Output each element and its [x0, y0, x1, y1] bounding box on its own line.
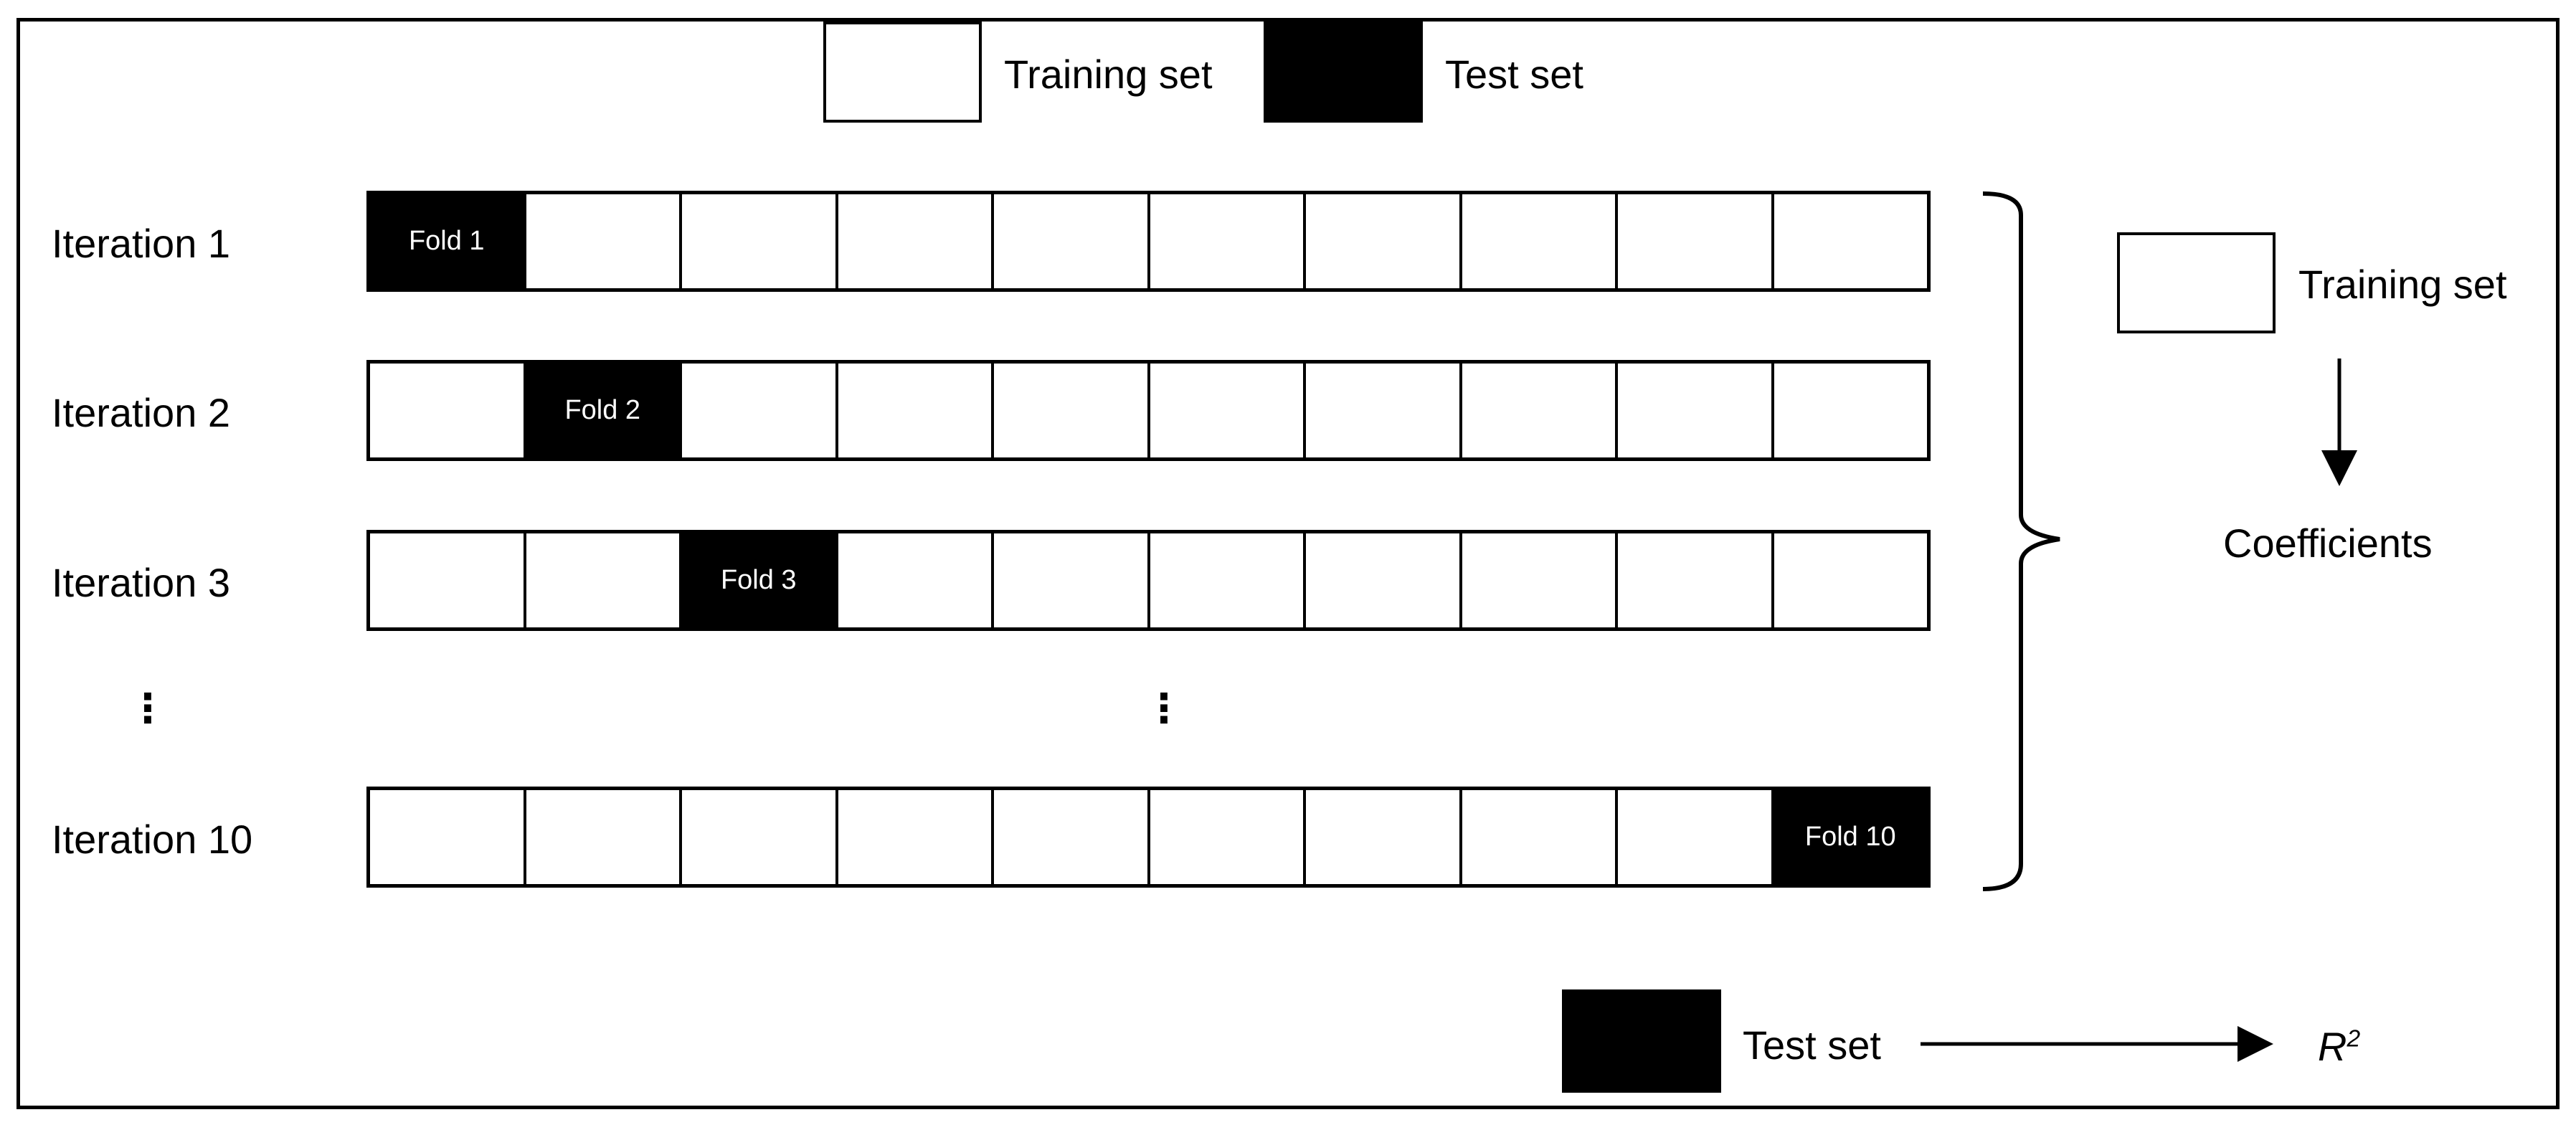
training-fold-cell	[1303, 533, 1459, 627]
test-fold-cell: Fold 1	[370, 194, 524, 288]
legend-test-label: Test set	[1445, 52, 1583, 97]
training-fold-cell	[1771, 364, 1928, 457]
training-fold-cell	[835, 790, 992, 884]
training-fold-cell	[1459, 533, 1616, 627]
fold-row: Fold 3	[366, 530, 1931, 631]
training-fold-cell	[1459, 364, 1616, 457]
training-fold-cell	[1147, 790, 1304, 884]
training-fold-cell	[523, 533, 680, 627]
training-fold-cell	[991, 533, 1147, 627]
training-fold-cell	[1771, 194, 1928, 288]
training-fold-cell	[1147, 194, 1304, 288]
training-fold-cell	[991, 194, 1147, 288]
fold-row: Fold 10	[366, 787, 1931, 888]
legend-test-swatch	[1264, 20, 1423, 123]
training-fold-cell	[1303, 194, 1459, 288]
iteration-label: Iteration 1	[52, 221, 231, 266]
training-fold-cell	[1303, 790, 1459, 884]
training-fold-cell	[1615, 364, 1771, 457]
iteration-label: Iteration 3	[52, 560, 231, 605]
training-fold-cell	[523, 790, 680, 884]
training-fold-cell	[1459, 790, 1616, 884]
ellipsis-center: ⋮	[1144, 685, 1184, 731]
bottom-test-label: Test set	[1743, 1022, 1881, 1068]
training-fold-cell	[1771, 533, 1928, 627]
legend-training-label: Training set	[1004, 52, 1213, 97]
fold-row: Fold 1	[366, 191, 1931, 292]
iteration-label: Iteration 2	[52, 390, 231, 435]
right-training-label: Training set	[2298, 262, 2507, 307]
training-fold-cell	[370, 364, 524, 457]
training-fold-cell	[991, 790, 1147, 884]
training-fold-cell	[1147, 533, 1304, 627]
training-fold-cell	[835, 194, 992, 288]
training-fold-cell	[679, 790, 835, 884]
right-training-swatch	[2117, 232, 2276, 333]
fold-row: Fold 2	[366, 360, 1931, 461]
training-fold-cell	[370, 790, 524, 884]
training-fold-cell	[835, 364, 992, 457]
legend-training-swatch	[823, 22, 982, 123]
training-fold-cell	[1459, 194, 1616, 288]
training-fold-cell	[679, 194, 835, 288]
training-fold-cell	[1147, 364, 1304, 457]
training-fold-cell	[991, 364, 1147, 457]
iteration-label: Iteration 10	[52, 817, 253, 862]
training-fold-cell	[679, 364, 835, 457]
training-fold-cell	[1615, 533, 1771, 627]
training-fold-cell	[523, 194, 680, 288]
bottom-test-swatch	[1562, 989, 1721, 1093]
test-fold-cell: Fold 3	[679, 533, 835, 627]
test-fold-cell: Fold 10	[1771, 790, 1927, 884]
training-fold-cell	[1615, 194, 1771, 288]
diagram-frame	[16, 18, 2560, 1109]
training-fold-cell	[1303, 364, 1459, 457]
training-fold-cell	[835, 533, 992, 627]
test-fold-cell: Fold 2	[523, 364, 679, 457]
ellipsis-left: ⋮	[128, 685, 168, 731]
training-fold-cell	[1615, 790, 1771, 884]
coefficients-label: Coefficients	[2223, 521, 2433, 566]
training-fold-cell	[370, 533, 524, 627]
r-squared-label: R2	[2318, 1024, 2361, 1069]
